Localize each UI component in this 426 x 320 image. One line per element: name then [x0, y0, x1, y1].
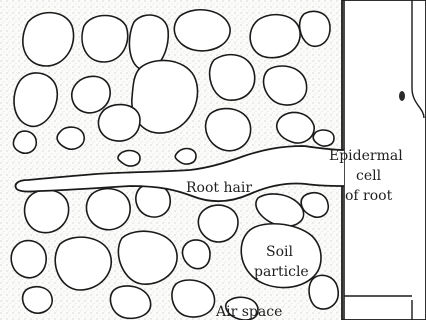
soil-particle [309, 275, 338, 309]
soil-particle [313, 130, 334, 146]
label-epidermal-line3: of root [345, 188, 393, 204]
soil-particle [118, 231, 177, 284]
soil-particle [98, 105, 140, 141]
label-epidermal-line1: Epidermal [329, 148, 403, 164]
soil-particle [175, 149, 196, 164]
label-epidermal-line2: cell [356, 168, 382, 184]
soil-particle [172, 280, 215, 317]
soil-particle [25, 190, 69, 233]
soil-particle [11, 241, 46, 278]
soil-particle [210, 55, 255, 101]
label-soil-line1: Soil [266, 244, 293, 260]
soil-particle [206, 109, 251, 151]
soil-particle [23, 287, 53, 314]
soil-particle [250, 15, 300, 58]
label-air-space: Air space [215, 304, 282, 320]
soil-particle [198, 205, 238, 242]
soil-particle [174, 10, 230, 51]
soil-particle [110, 286, 150, 318]
soil-particle [72, 76, 110, 113]
label-root-hair: Root hair [186, 180, 252, 196]
soil-particle [13, 131, 36, 153]
nucleus [399, 91, 405, 101]
label-soil-line2: particle [254, 264, 309, 280]
soil-particle [82, 16, 128, 63]
soil-particle [57, 127, 84, 149]
soil-particle [300, 11, 330, 46]
soil-particle [86, 189, 130, 230]
